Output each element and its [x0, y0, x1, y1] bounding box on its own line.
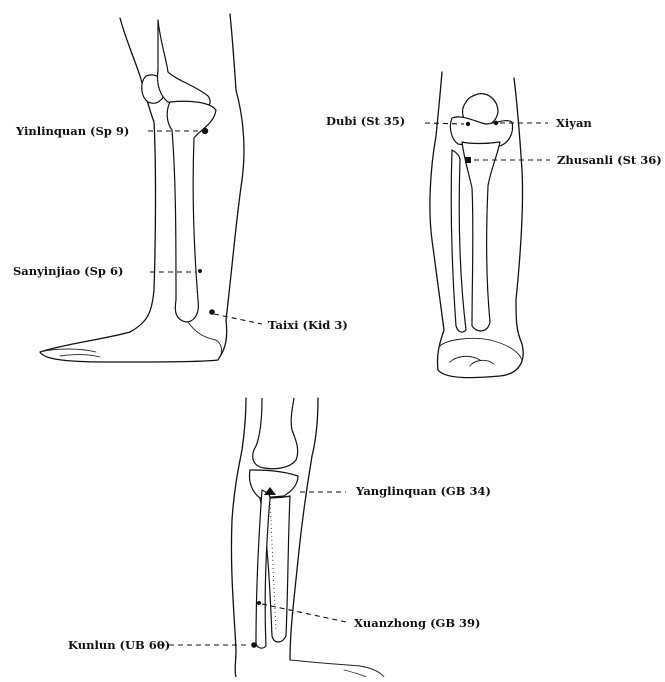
kunlun-point — [251, 642, 257, 648]
xuanzhong-point — [257, 601, 261, 605]
xiyan-label: Xiyan — [556, 116, 592, 130]
medial-ankle — [188, 322, 222, 360]
lateral-fibula — [256, 490, 270, 648]
yanglinquan-label: Yanglinquan (GB 34) — [355, 484, 491, 498]
sanyinjiao-point — [198, 269, 202, 273]
xiyan-point — [494, 121, 498, 125]
yinlinquan-point — [202, 128, 208, 134]
lateral-femur — [253, 398, 298, 469]
anterior-foot — [440, 338, 522, 366]
xuanzhong-label: Xuanzhong (GB 39) — [354, 616, 481, 630]
zhusanli-label: Zhusanli (St 36) — [557, 153, 662, 167]
kunlun-label: Kunlun (UB 60) — [68, 638, 170, 652]
anterior-fibula — [451, 150, 466, 332]
taixi-label: Taixi (Kid 3) — [268, 318, 348, 332]
medial-toes — [40, 349, 100, 357]
lateral-leg-figure: Yanglinquan (GB 34) Xuanzhong (GB 39) Ku… — [68, 398, 491, 677]
yinlinquan-label: Yinlinquan (Sp 9) — [15, 124, 129, 138]
sanyinjiao-label: Sanyinjiao (Sp 6) — [13, 264, 123, 278]
anterior-tibia — [462, 142, 500, 331]
lateral-foot — [290, 660, 384, 677]
dubi-label: Dubi (St 35) — [326, 114, 405, 128]
taixi-point — [209, 309, 215, 315]
medial-tibia — [167, 101, 216, 322]
dubi-point — [466, 122, 470, 126]
zhusanli-point — [465, 157, 471, 163]
taixi-leader — [214, 314, 262, 324]
lateral-leg-outline — [231, 398, 246, 677]
anterior-leg-figure: Dubi (St 35) Xiyan Zhusanli (St 36) — [326, 72, 662, 378]
medial-leg-figure: Yinlinquan (Sp 9) Sanyinjiao (Sp 6) Taix… — [13, 14, 348, 362]
medial-femur-condyle — [157, 20, 210, 109]
